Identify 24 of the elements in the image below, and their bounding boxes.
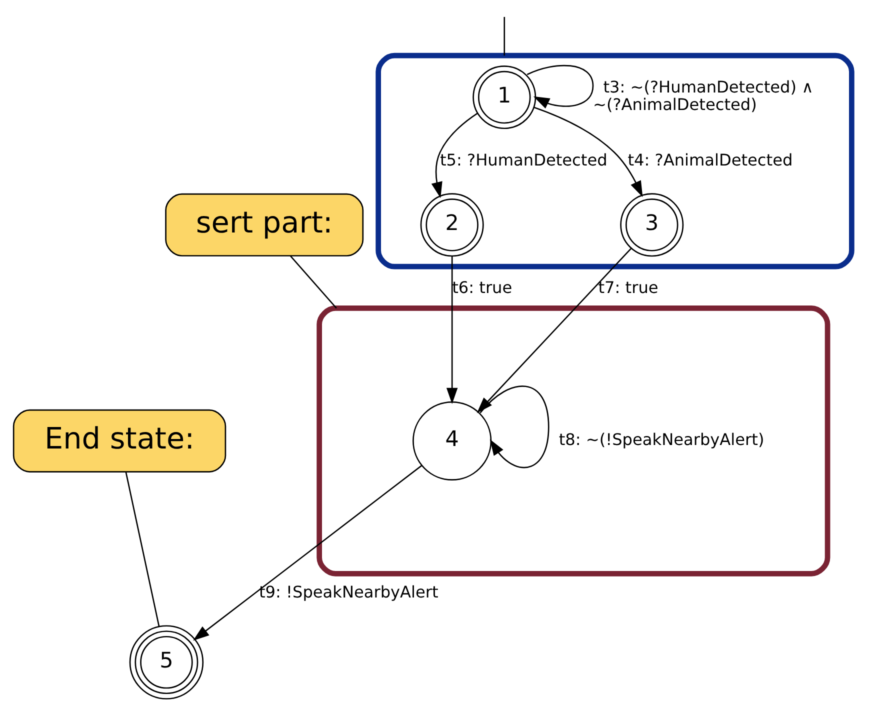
connector	[290, 255, 337, 309]
connector	[504, 16, 506, 56]
node-circle: 2	[420, 193, 484, 257]
node-circle: 5	[129, 625, 204, 700]
edge-label: t7: true	[598, 278, 658, 297]
edge-label: t8: ~(!SpeakNearbyAlert)	[558, 430, 764, 450]
arrow	[431, 112, 478, 198]
node-box: sert part:	[165, 193, 364, 256]
arrow	[526, 64, 594, 108]
arrow	[446, 256, 458, 404]
node-box: End state:	[12, 409, 226, 472]
arrow	[193, 465, 422, 641]
arrow	[534, 106, 643, 198]
node-circle: 1	[472, 66, 536, 130]
cluster	[376, 52, 854, 270]
edge-label: t9: !SpeakNearbyAlert	[258, 582, 438, 602]
edge-label: t4: ?AnimalDetected	[628, 150, 793, 170]
edge-label: t5: ?HumanDetected	[440, 150, 608, 170]
connector	[125, 472, 160, 627]
node-circle: 4	[412, 401, 492, 480]
edge-label: t6: true	[452, 278, 512, 297]
edge-label: t3: ~(?HumanDetected) ∧ ~(?AnimalDetected)	[593, 78, 814, 114]
cluster	[316, 306, 830, 576]
node-circle: 3	[620, 193, 684, 257]
